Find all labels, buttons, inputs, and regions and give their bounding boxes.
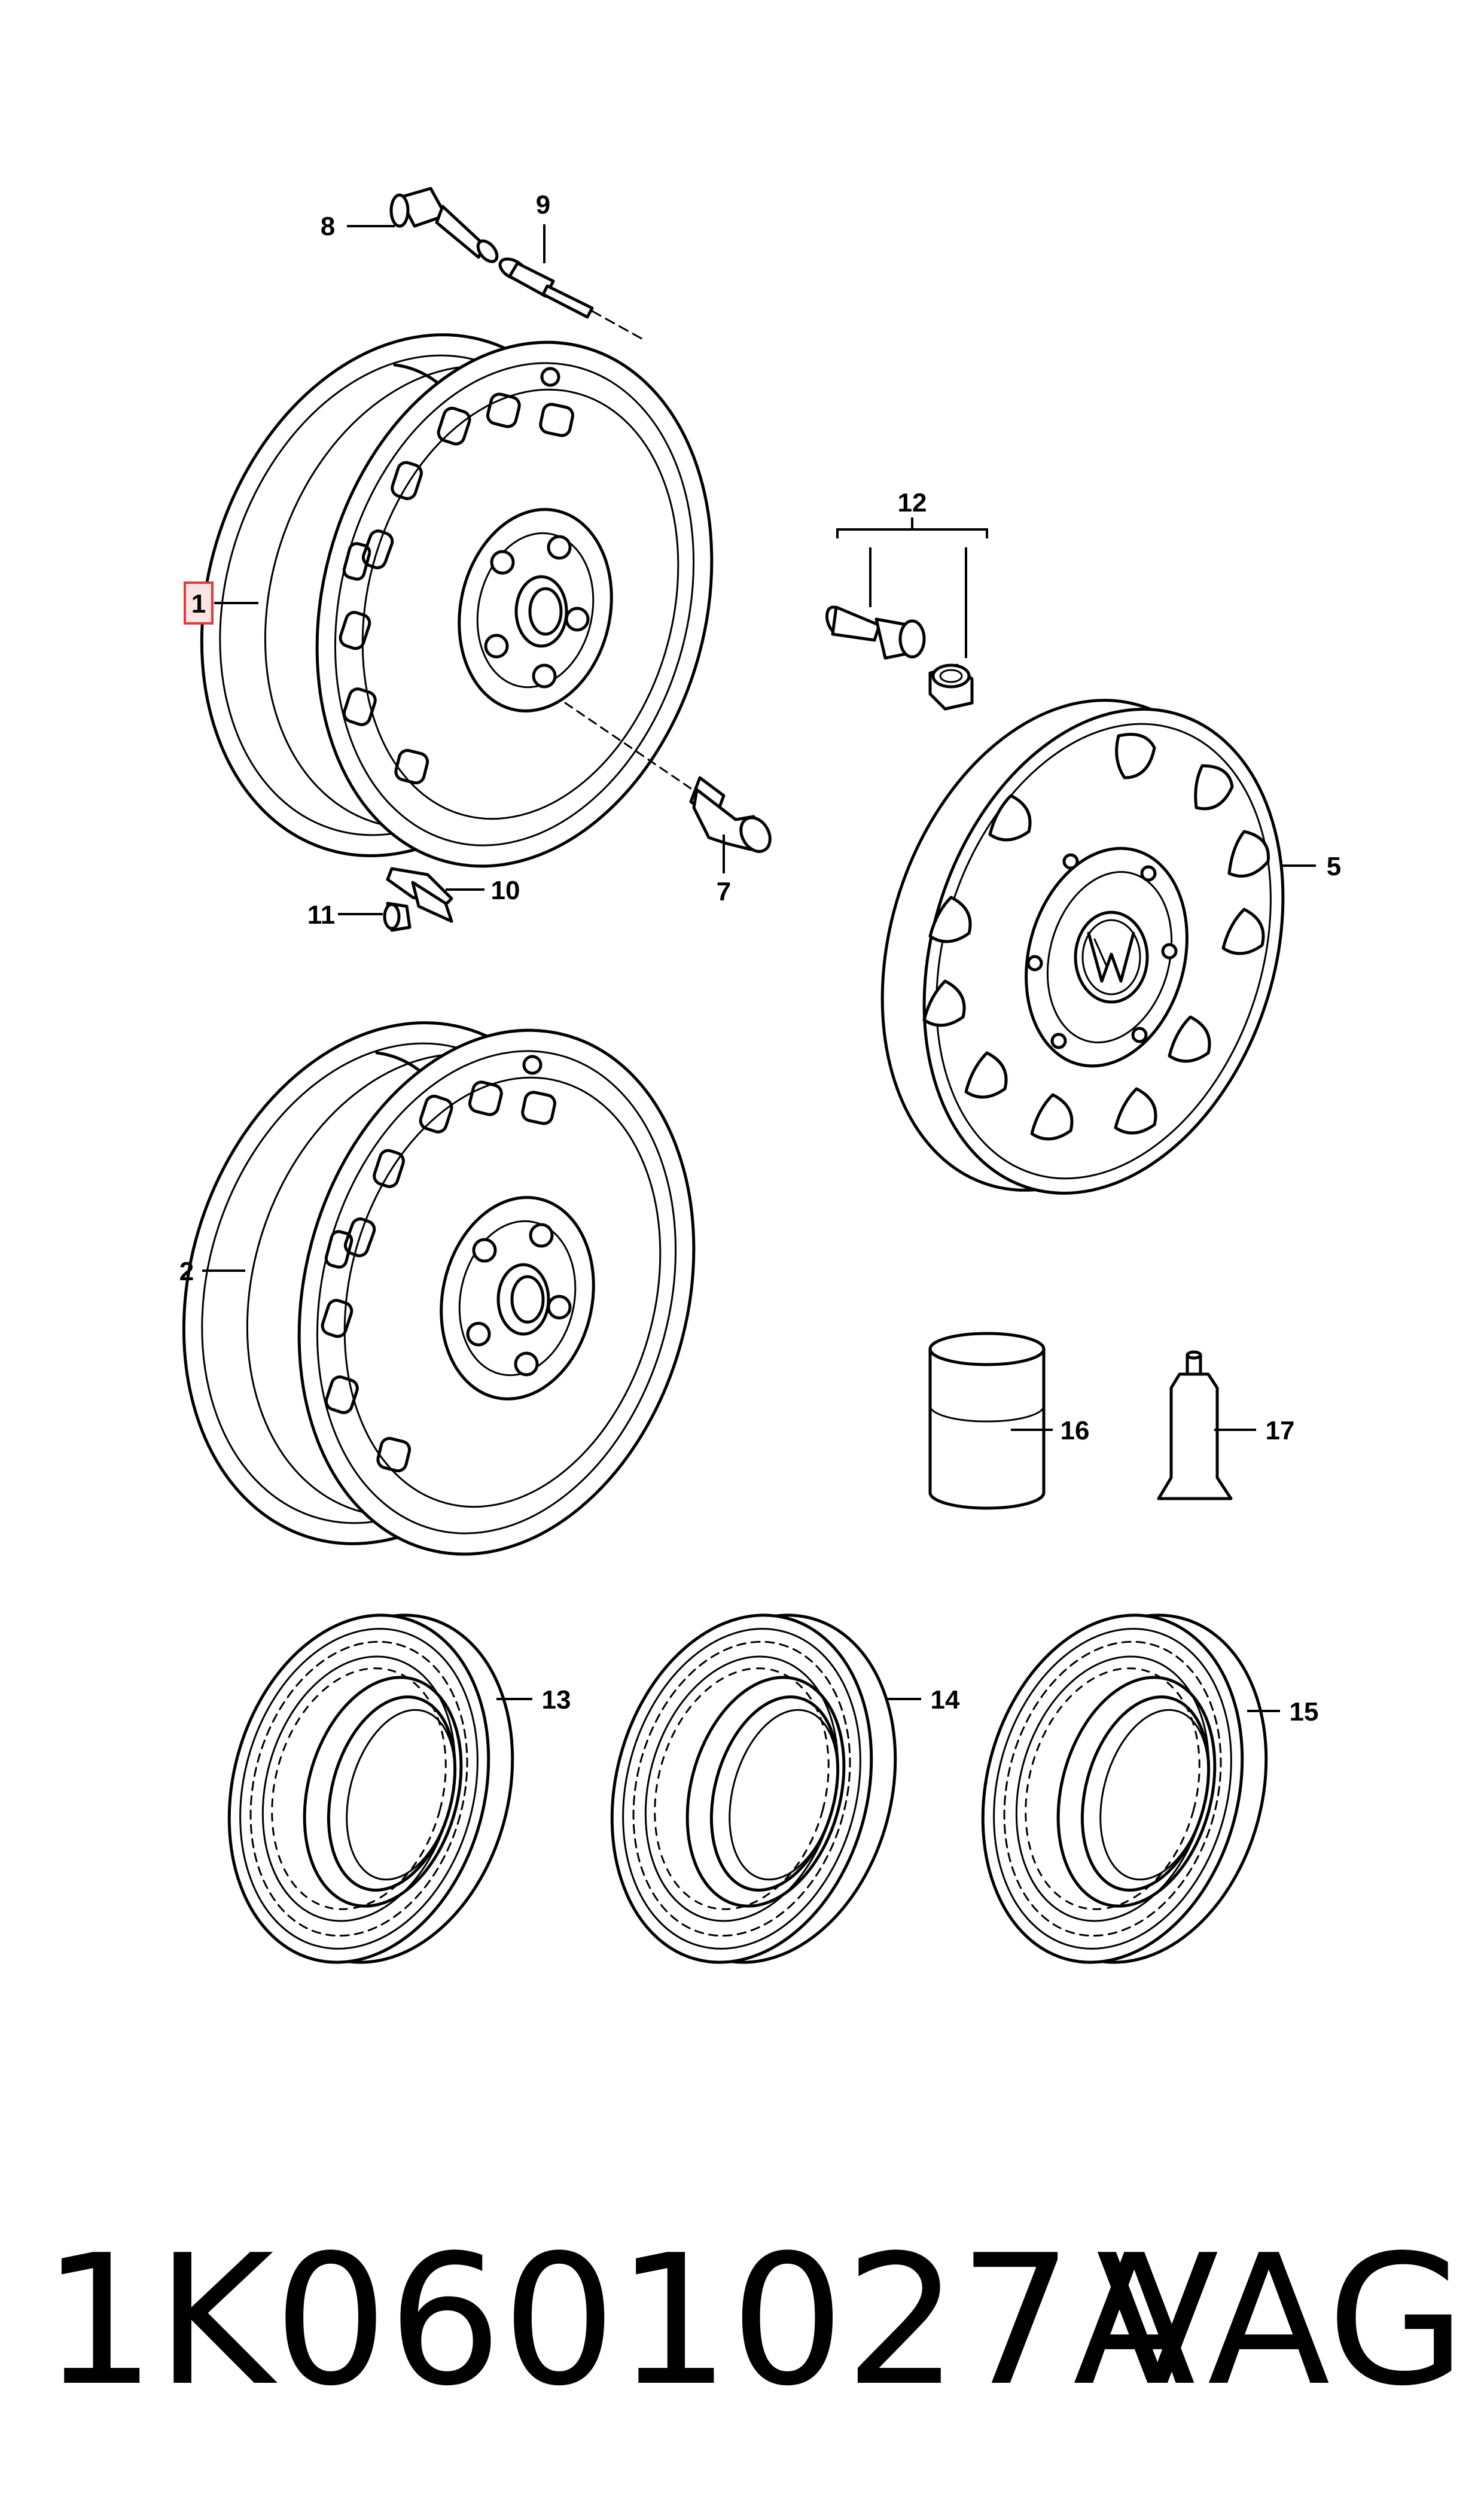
valve-insert-part-9: [498, 257, 647, 342]
callout-8: 8: [321, 212, 335, 241]
callout-5: 5: [1327, 852, 1341, 881]
hub-cap-part-5: [880, 699, 1285, 1195]
callout-9: 9: [536, 190, 550, 220]
callout-13: 13: [542, 1685, 571, 1715]
callout-2: 2: [179, 1257, 194, 1286]
callout-1: 1: [191, 589, 206, 619]
highlight-box-1: [184, 581, 214, 625]
callout-12: 12: [898, 488, 927, 517]
tyre-part-13: [192, 1586, 550, 1992]
callout-7: 7: [717, 877, 731, 906]
callout-14: 14: [931, 1685, 960, 1715]
steel-wheel-2: [119, 969, 751, 1599]
anti-theft-bolt-part-12: [825, 517, 988, 711]
valve-part-8: [389, 187, 499, 263]
leader-lines: [202, 224, 1316, 1712]
sealant-can-part-16: [928, 1332, 1046, 1510]
callout-17: 17: [1266, 1416, 1295, 1445]
balance-weight-part-11: [383, 902, 412, 932]
callout-16: 16: [1061, 1416, 1090, 1445]
tyre-part-14: [575, 1586, 933, 1992]
callout-10: 10: [491, 876, 520, 905]
brand-name: VAG: [1096, 2216, 1466, 2425]
callout-15: 15: [1290, 1697, 1319, 1727]
paste-tube-part-17: [1157, 1350, 1233, 1500]
balance-weight-part-10: [386, 867, 453, 923]
part-number: 1K0601027A: [42, 2216, 1196, 2425]
steel-wheel-1: [137, 281, 769, 911]
callout-11: 11: [307, 900, 336, 930]
wheel-bolt-part-7: [564, 702, 772, 853]
tyre-part-15: [946, 1586, 1303, 1992]
